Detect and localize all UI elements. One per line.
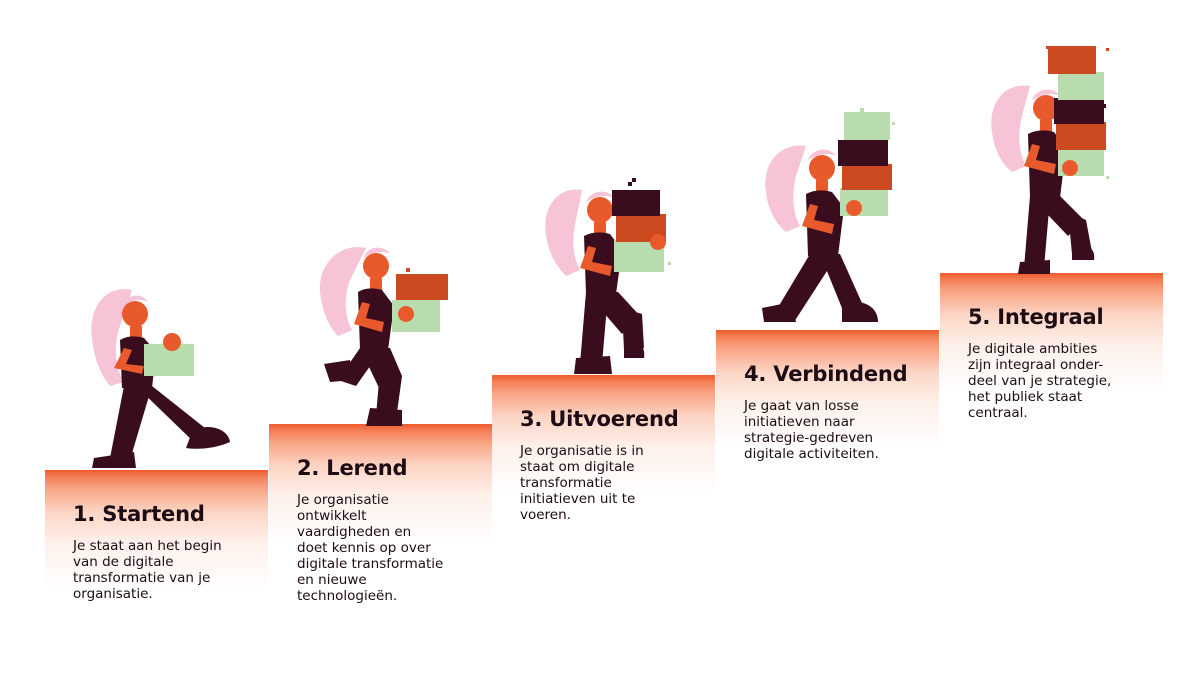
person-carrying-boxes-icon [91, 289, 230, 468]
step-3-uitvoerend: 3. Uitvoerend Je organisatie is in staat… [492, 375, 715, 675]
step-description: Je digitale ambities zijn integraal onde… [968, 341, 1112, 421]
step-description: Je gaat van losse initiatieven naar stra… [744, 398, 879, 462]
step-title: 4. Verbindend [744, 362, 908, 386]
step-description: Je organisatie is in staat om digitale t… [520, 443, 644, 523]
step-2-lerend: 2. Lerend Je organisatie ontwikkelt vaar… [269, 424, 492, 675]
step-5-integraal: 5. Integraal Je digitale ambities zijn i… [940, 273, 1163, 675]
person-carrying-boxes-icon [991, 46, 1109, 274]
person-carrying-boxes-icon [762, 108, 895, 322]
step-description: Je organisatie ontwikkelt vaardigheden e… [297, 492, 444, 604]
step-title: 2. Lerend [297, 456, 408, 480]
person-carrying-boxes-icon [319, 247, 448, 426]
person-carrying-boxes-icon [545, 178, 671, 374]
step-description: Je staat aan het begin van de digitale t… [73, 538, 222, 602]
step-4-verbindend: 4. Verbindend Je gaat van losse initiati… [716, 330, 939, 675]
step-1-startend: 1. Startend Je staat aan het begin van d… [45, 470, 268, 675]
step-title: 3. Uitvoerend [520, 407, 679, 431]
step-title: 1. Startend [73, 502, 205, 526]
step-title: 5. Integraal [968, 305, 1104, 329]
